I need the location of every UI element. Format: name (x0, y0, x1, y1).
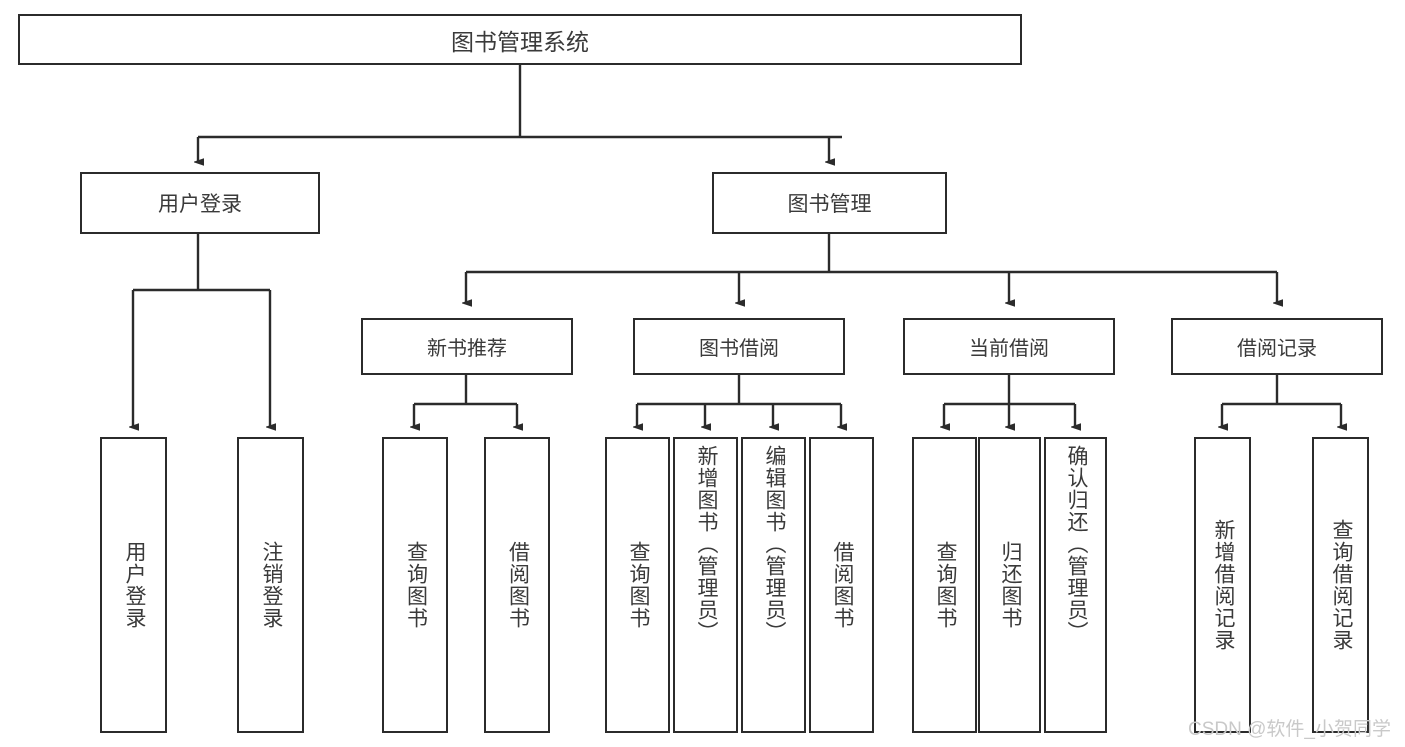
node-root-label: 图书管理系统 (451, 28, 589, 55)
leaf-new-book-query[interactable]: 查询图书 (382, 437, 448, 733)
node-book-management-label: 图书管理 (787, 193, 872, 216)
node-new-book-recommend-label: 新书推荐 (427, 338, 507, 360)
leaf-borrow-add-book-admin[interactable]: 新增图书（管理员） (673, 437, 738, 733)
leaf-label: 借阅图书 (506, 541, 530, 629)
leaf-label: 新增借阅记录 (1211, 519, 1235, 651)
leaf-borrow-edit-book-admin[interactable]: 编辑图书（管理员） (741, 437, 806, 733)
leaf-user-login-login[interactable]: 用户登录 (100, 437, 167, 733)
leaf-new-book-borrow[interactable]: 借阅图书 (484, 437, 550, 733)
node-current-borrow-label: 当前借阅 (969, 338, 1049, 360)
leaf-label: 借阅图书 (830, 541, 854, 629)
leaf-label: 查询图书 (626, 541, 650, 629)
leaf-label: 用户登录 (122, 541, 146, 629)
node-book-management[interactable]: 图书管理 (712, 172, 947, 234)
node-current-borrow[interactable]: 当前借阅 (903, 318, 1115, 375)
node-borrow-record[interactable]: 借阅记录 (1171, 318, 1383, 375)
leaf-label: 查询图书 (933, 541, 957, 629)
leaf-record-add-record[interactable]: 新增借阅记录 (1194, 437, 1251, 733)
leaf-borrow-query-book[interactable]: 查询图书 (605, 437, 670, 733)
leaf-label: 归还图书 (998, 541, 1022, 629)
leaf-borrow-borrow-book[interactable]: 借阅图书 (809, 437, 874, 733)
leaf-label: 注销登录 (259, 541, 283, 629)
leaf-label: 编辑图书（管理员） (762, 445, 786, 643)
leaf-record-query-record[interactable]: 查询借阅记录 (1312, 437, 1369, 733)
leaf-current-confirm-return-admin[interactable]: 确认归还（管理员） (1044, 437, 1107, 733)
node-user-login[interactable]: 用户登录 (80, 172, 320, 234)
node-user-login-label: 用户登录 (158, 193, 242, 216)
leaf-current-return-book[interactable]: 归还图书 (978, 437, 1041, 733)
leaf-label: 查询借阅记录 (1329, 519, 1353, 651)
leaf-label: 查询图书 (404, 541, 428, 629)
leaf-current-query-book[interactable]: 查询图书 (912, 437, 977, 733)
leaf-label: 确认归还（管理员） (1064, 445, 1088, 643)
leaf-user-login-logout[interactable]: 注销登录 (237, 437, 304, 733)
node-root[interactable]: 图书管理系统 (18, 14, 1022, 65)
node-book-borrow-label: 图书借阅 (699, 338, 779, 360)
node-new-book-recommend[interactable]: 新书推荐 (361, 318, 573, 375)
node-book-borrow[interactable]: 图书借阅 (633, 318, 845, 375)
leaf-label: 新增图书（管理员） (694, 445, 718, 643)
node-borrow-record-label: 借阅记录 (1237, 338, 1317, 360)
